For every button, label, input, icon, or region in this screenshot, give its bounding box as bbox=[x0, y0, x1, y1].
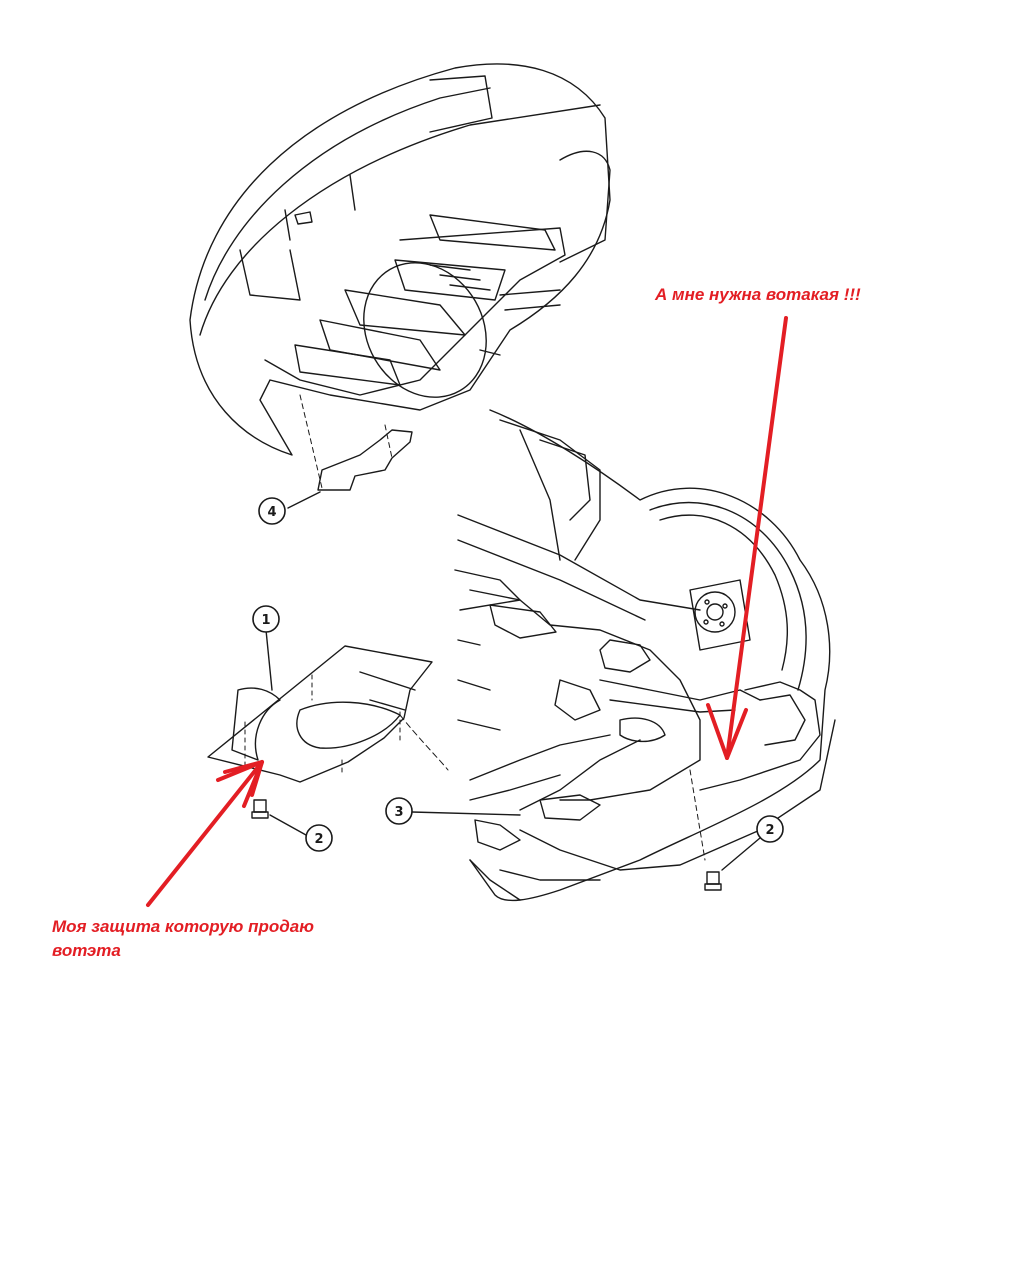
leader-1 bbox=[265, 629, 273, 691]
front-bumper-view bbox=[189, 63, 611, 509]
callout-3: 3 bbox=[385, 797, 413, 825]
red-arrow-icon bbox=[146, 760, 264, 907]
callout-2-right: 2 bbox=[756, 815, 784, 843]
red-arrow-icon bbox=[706, 316, 788, 760]
leader-2-right bbox=[721, 837, 761, 871]
front-suspension-view bbox=[454, 409, 836, 902]
leader-3 bbox=[411, 811, 521, 816]
underbody-crossmember bbox=[264, 214, 566, 398]
annotation-left: Моя защита которую продаю вотэта bbox=[52, 915, 314, 963]
bolt-icon bbox=[704, 871, 722, 891]
bumper-fascia bbox=[189, 63, 611, 456]
annotation-left-line2: вотэта bbox=[52, 941, 121, 960]
leader-2-left bbox=[269, 814, 307, 836]
annotation-right: А мне нужна вотакая !!! bbox=[655, 285, 861, 304]
wheel-hub bbox=[694, 591, 736, 633]
svg-text:3: 3 bbox=[394, 805, 403, 820]
callout-2-left: 2 bbox=[305, 824, 333, 852]
svg-text:2: 2 bbox=[765, 823, 774, 838]
callout-1: 1 bbox=[252, 605, 280, 633]
bolt-icon bbox=[251, 799, 269, 819]
shield-panel-part-1 bbox=[207, 645, 449, 783]
svg-text:1: 1 bbox=[261, 613, 270, 628]
splash-shield-part-4 bbox=[299, 394, 413, 491]
svg-text:2: 2 bbox=[314, 832, 323, 847]
annotation-left-line1: Моя защита которую продаю bbox=[52, 917, 314, 936]
leader-4 bbox=[287, 491, 321, 509]
callout-4: 4 bbox=[258, 497, 286, 525]
svg-text:4: 4 bbox=[267, 505, 276, 520]
